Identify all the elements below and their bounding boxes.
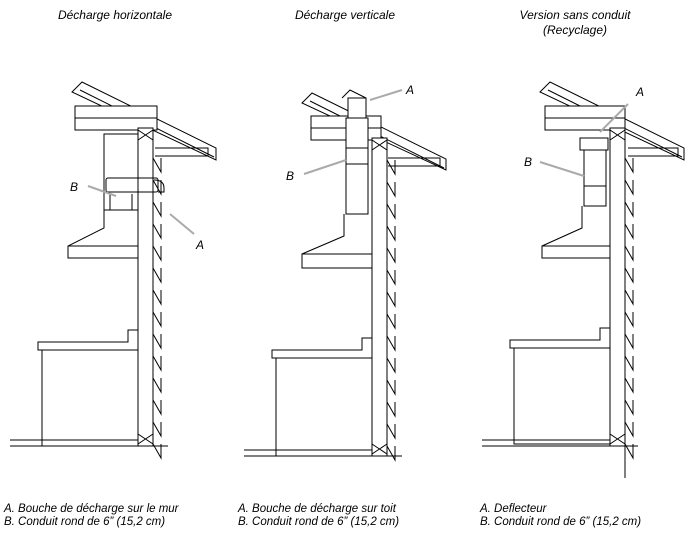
title-horizontal-discharge: Décharge horizontale [57,8,173,22]
caption-vertical-b: B. Conduit rond de 6” (15,2 cm) [238,516,400,528]
callout-a-ductless: A [635,85,644,99]
panel-horizontal-discharge [10,81,217,459]
callout-a-horizontal: A [195,238,204,252]
caption-horizontal-a: A. Bouche de décharge sur le mur [4,503,179,515]
panel-ductless-version [482,81,685,478]
panel-vertical-discharge [244,89,447,461]
callout-b-horizontal: B [70,180,78,194]
caption-horizontal-b: B. Conduit rond de 6” (15,2 cm) [4,516,166,528]
caption-vertical-a: A. Bouche de décharge sur toit [238,503,396,515]
callout-b-ductless: B [524,155,532,169]
caption-ductless: A. Deflecteur B. Conduit rond de 6” (15,… [480,503,690,529]
caption-vertical: A. Bouche de décharge sur toit B. Condui… [238,503,474,529]
title-ductless-version: Version sans conduit (Recyclage) [519,8,631,37]
caption-ductless-a: A. Deflecteur [480,503,547,515]
caption-ductless-b: B. Conduit rond de 6” (15,2 cm) [480,516,642,528]
caption-horizontal: A. Bouche de décharge sur le mur B. Cond… [4,503,230,529]
title-vertical-discharge: Décharge verticale [294,8,396,22]
callout-b-vertical: B [286,169,294,183]
callout-a-vertical: A [405,83,414,97]
